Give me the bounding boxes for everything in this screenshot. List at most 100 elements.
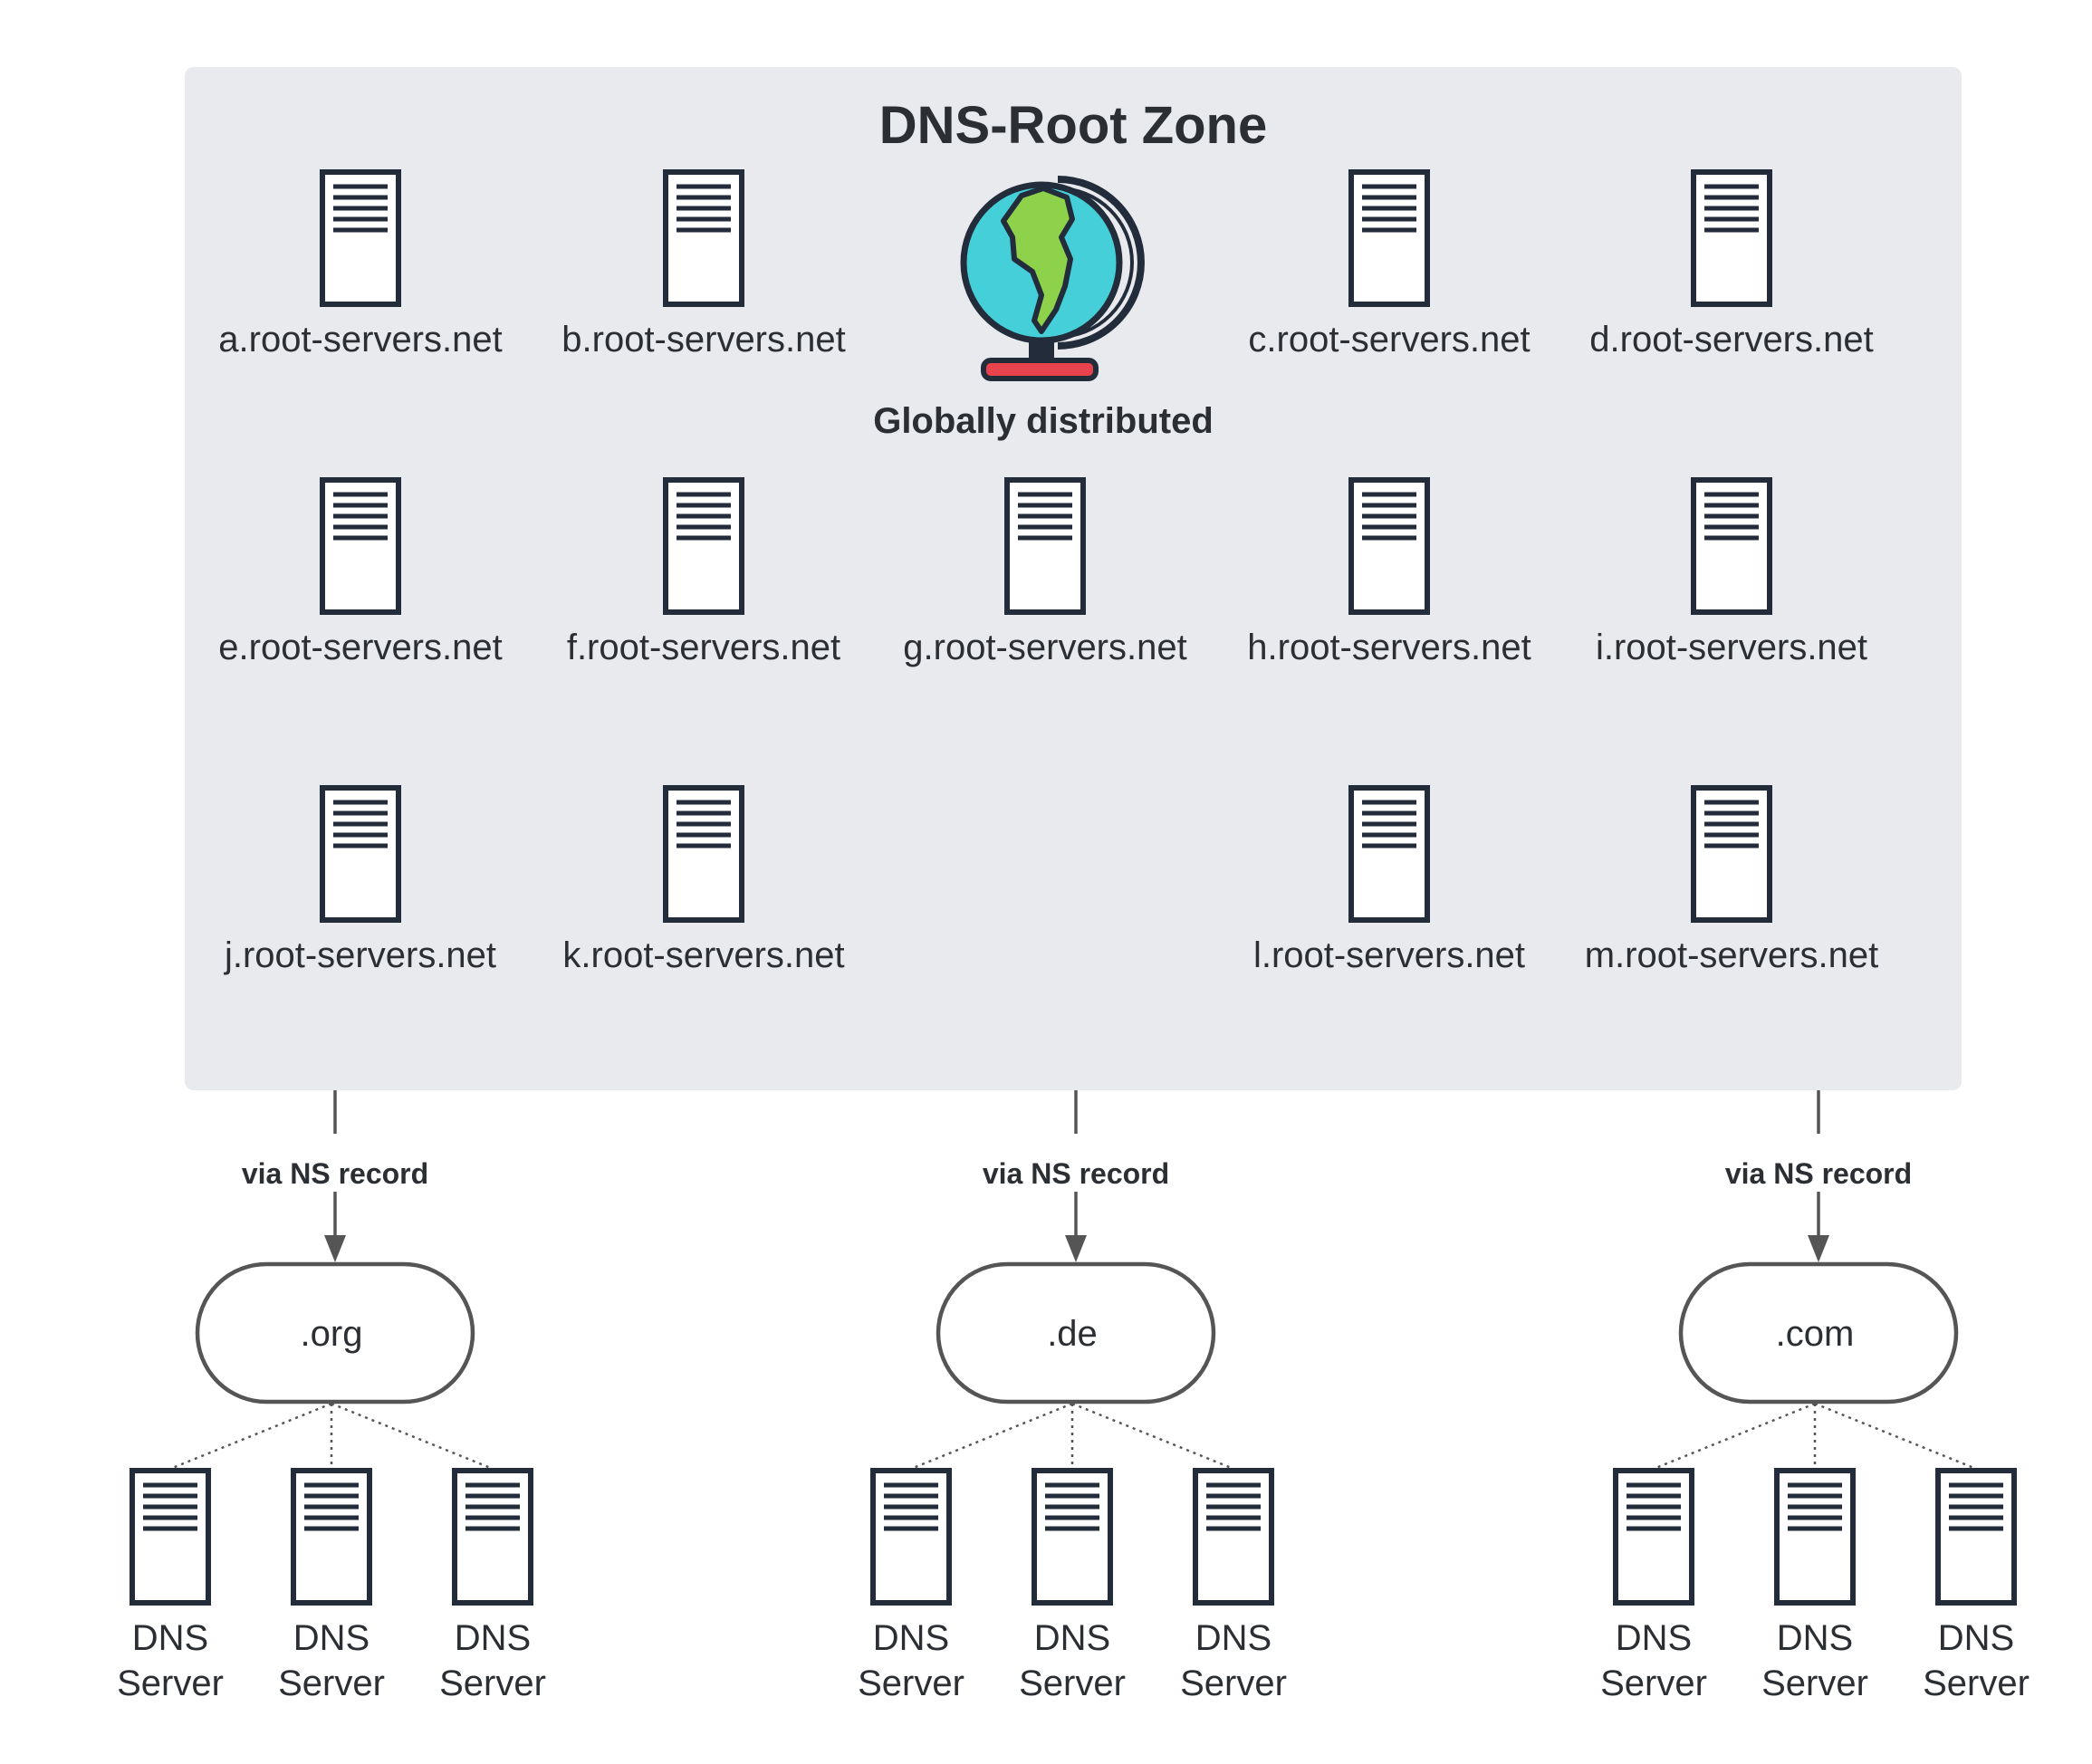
root-server-label: k.root-servers.net [562, 935, 844, 975]
dns-server: DNS Server [1019, 1468, 1126, 1703]
root-server-label: c.root-servers.net [1248, 320, 1530, 360]
root-server: b.root-servers.net [561, 169, 846, 360]
root-server: g.root-servers.net [903, 477, 1187, 667]
tld-label: .com [1776, 1314, 1855, 1354]
server-icon [1004, 477, 1086, 615]
server-icon [870, 1468, 952, 1606]
dns-server-label-line1: DNS [1938, 1618, 2014, 1658]
server-icon [1935, 1468, 2017, 1606]
server-icon [663, 785, 744, 923]
dns-server-label-line1: DNS [455, 1618, 531, 1658]
server-icon [1613, 1468, 1694, 1606]
dns-server-label-line2: Server [1761, 1663, 1868, 1703]
root-server: f.root-servers.net [567, 477, 840, 667]
server-icon [320, 477, 401, 615]
dns-server: DNS Server [1761, 1468, 1868, 1703]
server-icon [1691, 477, 1772, 615]
root-server-label: j.root-servers.net [224, 935, 496, 975]
tld-node [1678, 1261, 1959, 1404]
globe-icon [960, 176, 1145, 381]
root-server: j.root-servers.net [224, 785, 496, 975]
server-icon [1691, 785, 1772, 923]
dotted-connector [1653, 1402, 1816, 1471]
dns-server: DNS Server [858, 1468, 964, 1703]
dns-server-label-line1: DNS [1034, 1618, 1110, 1658]
root-server: m.root-servers.net [1585, 785, 1879, 975]
server-icon [1348, 785, 1430, 923]
root-server-label: e.root-servers.net [218, 628, 502, 667]
arrow-head [324, 1235, 346, 1262]
root-server: k.root-servers.net [562, 785, 845, 975]
server-icon [663, 169, 744, 307]
dns-server-label-line1: DNS [293, 1618, 369, 1658]
dns-server-label-line1: DNS [873, 1618, 949, 1658]
tld-label: .de [1047, 1314, 1098, 1354]
server-icon [1348, 477, 1430, 615]
dns-server-label-line2: Server [439, 1663, 546, 1703]
dns-server: DNS Server [1923, 1468, 2030, 1703]
dotted-connector [1071, 1402, 1234, 1471]
dns-server-label-line2: Server [278, 1663, 385, 1703]
server-icon [452, 1468, 533, 1606]
dns-server: DNS Server [439, 1468, 546, 1703]
root-server-label: l.root-servers.net [1253, 935, 1525, 975]
root-server-label: a.root-servers.net [218, 320, 502, 360]
root-server-label: g.root-servers.net [903, 628, 1186, 667]
root-server-label: d.root-servers.net [1589, 320, 1873, 360]
root-server: h.root-servers.net [1247, 477, 1531, 667]
root-server-label: i.root-servers.net [1596, 628, 1867, 667]
dns-server: DNS Server [1180, 1468, 1287, 1703]
dns-server-label-line2: Server [1600, 1663, 1707, 1703]
edge-label: via NS record [983, 1157, 1169, 1190]
server-icon [663, 477, 744, 615]
server-icon [1348, 169, 1430, 307]
root-server-grid: a.root-servers.net b.root-servers.net c.ro… [218, 169, 1879, 975]
tld-node [936, 1261, 1216, 1404]
server-icon [1193, 1468, 1274, 1606]
root-server: i.root-servers.net [1596, 477, 1867, 667]
arrow-head [1808, 1235, 1829, 1262]
dotted-connector [331, 1402, 494, 1471]
tld-node [195, 1261, 475, 1404]
dns-server: DNS Server [1600, 1468, 1707, 1703]
dns-server-label-line1: DNS [1777, 1618, 1853, 1658]
root-server: a.root-servers.net [218, 169, 503, 360]
root-server-label: f.root-servers.net [567, 628, 840, 667]
server-icon [130, 1468, 211, 1606]
server-icon [320, 169, 401, 307]
server-icon [1691, 169, 1772, 307]
dns-server-label-line1: DNS [132, 1618, 208, 1658]
root-server-label: b.root-servers.net [561, 320, 845, 360]
root-server-label: m.root-servers.net [1585, 935, 1879, 975]
globe-caption: Globally distributed [873, 401, 1214, 441]
root-server: e.root-servers.net [218, 477, 503, 667]
root-server: c.root-servers.net [1248, 169, 1531, 360]
dotted-connector [1814, 1402, 1977, 1471]
arrow-head [1065, 1235, 1087, 1262]
dns-server-label-line2: Server [858, 1663, 964, 1703]
dns-server-label-line2: Server [1019, 1663, 1126, 1703]
dotted-connector [169, 1402, 332, 1471]
dns-server: DNS Server [278, 1468, 385, 1703]
edge-label: via NS record [242, 1157, 428, 1190]
root-server: d.root-servers.net [1589, 169, 1874, 360]
server-icon [320, 785, 401, 923]
dns-server: DNS Server [117, 1468, 224, 1703]
dns-server-label-line1: DNS [1195, 1618, 1272, 1658]
edge-label: via NS record [1725, 1157, 1912, 1190]
root-zone-title: DNS-Root Zone [879, 96, 1268, 155]
tld-label: .org [301, 1314, 363, 1354]
root-server-label: h.root-servers.net [1247, 628, 1531, 667]
dns-server-label-line2: Server [117, 1663, 224, 1703]
server-icon [1774, 1468, 1856, 1606]
dns-server-label-line2: Server [1180, 1663, 1287, 1703]
root-server: l.root-servers.net [1253, 785, 1525, 975]
dns-server-label-line1: DNS [1616, 1618, 1692, 1658]
dotted-connector [910, 1402, 1073, 1471]
dns-server-label-line2: Server [1923, 1663, 2030, 1703]
